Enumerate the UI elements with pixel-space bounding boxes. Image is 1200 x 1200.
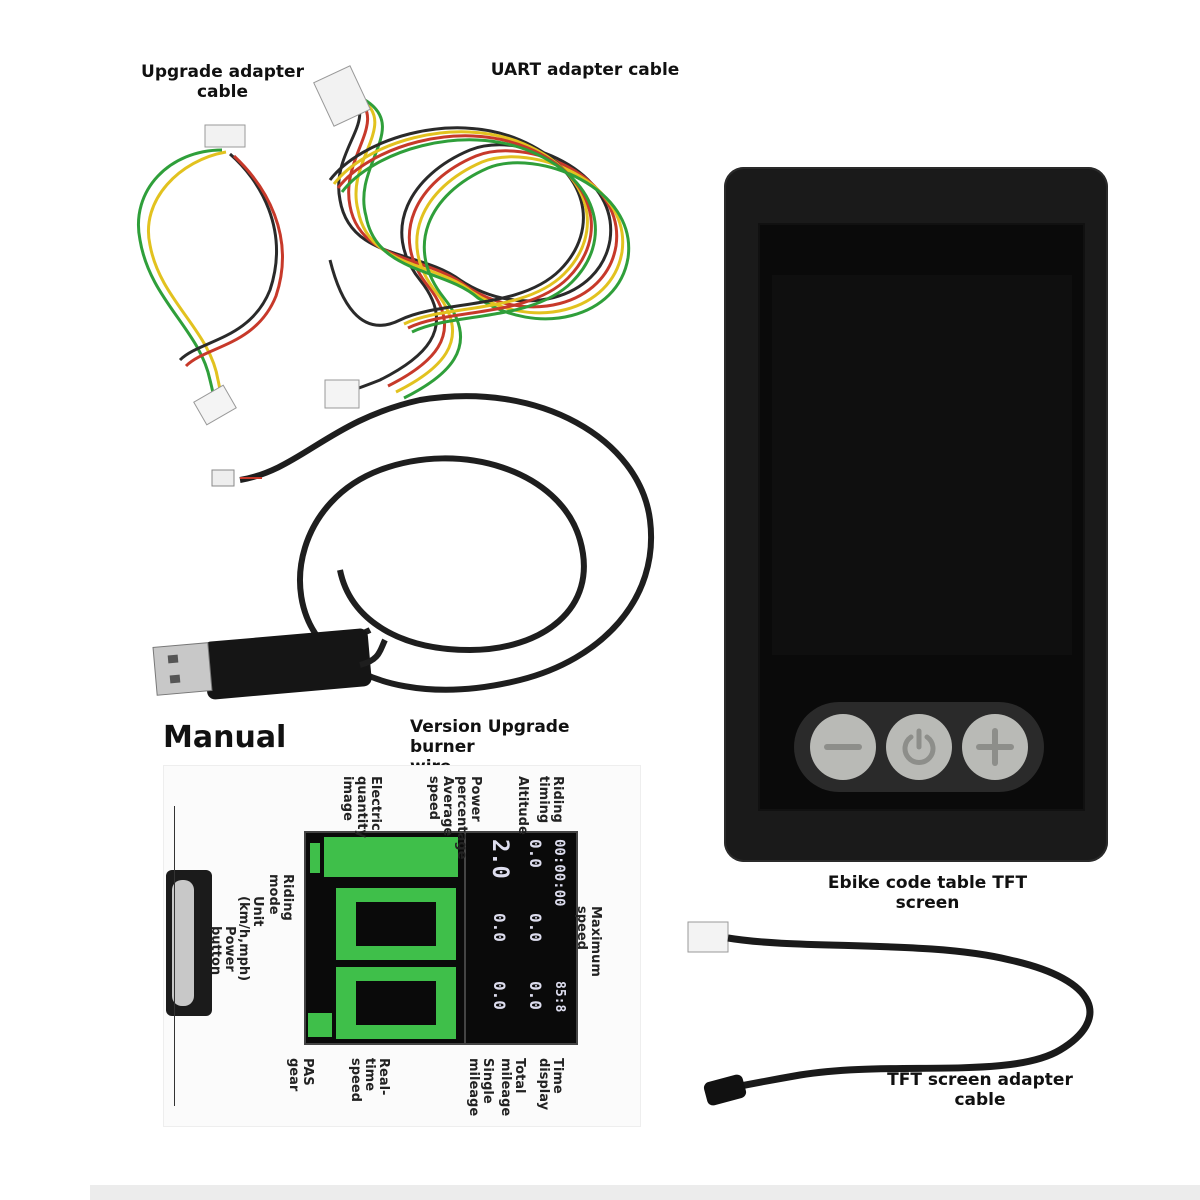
power-button[interactable] (886, 714, 952, 780)
uart-adapter-cable (313, 65, 631, 409)
riding-timing-readout: 00:00:00 (551, 839, 567, 907)
battery-bar (324, 837, 458, 877)
plus-button[interactable] (962, 714, 1028, 780)
minus-button[interactable] (810, 714, 876, 780)
label-time-display: Time display (536, 1058, 565, 1111)
readouts-panel: 00:00:00 0.0 2.0 0.0 0.0 85:8 0.0 0.0 (464, 831, 578, 1045)
power-icon (902, 728, 936, 765)
altitude-readout: 0.0 (526, 839, 545, 868)
label-average-speed: Average speed (426, 776, 455, 837)
device-side-view (166, 870, 212, 1016)
time-readout: 85:8 (552, 981, 567, 1013)
bottom-strip (90, 1185, 1200, 1200)
label-power-button: Power button (208, 926, 237, 976)
button-panel (794, 702, 1044, 792)
max-speed-readout: 0.0 (526, 913, 545, 942)
tft-adapter-cable (687, 921, 1094, 1106)
upgrade-adapter-label: Upgrade adapter cable (141, 62, 304, 102)
screen-glare (772, 275, 1072, 655)
label-power-percentage: Power percentage (454, 776, 483, 860)
label-riding-timing: Riding timing (536, 776, 565, 824)
tft-screen-label: Ebike code table TFT screen (827, 873, 1028, 913)
label-single-mileage: Single mileage (466, 1058, 495, 1117)
label-altitude: Altitude (515, 776, 530, 835)
power-percentage-readout: 2.0 (487, 839, 512, 879)
label-realtime-speed: Real-time speed (348, 1058, 391, 1102)
average-speed-readout: 0.0 (490, 913, 509, 942)
label-electric-quantity: Electric quantity image (340, 776, 383, 838)
label-riding-mode: Riding mode (266, 874, 295, 921)
label-total-mileage: Total mileage (498, 1058, 527, 1117)
uart-adapter-label: UART adapter cable (490, 60, 680, 80)
upgrade-adapter-cable (137, 124, 284, 426)
total-mileage-readout: 0.0 (526, 981, 545, 1010)
cables-illustration (137, 65, 655, 700)
label-pas-gear: PAS gear (286, 1058, 315, 1092)
single-mileage-readout: 0.0 (490, 981, 509, 1010)
label-maximum-speed: Maximum speed (574, 906, 603, 977)
minus-icon (824, 744, 862, 750)
usb-plug-icon (152, 628, 388, 700)
manual-display (304, 831, 466, 1045)
label-unit: Unit (km/h,mph) (236, 896, 265, 982)
manual-diagram: 00:00:00 0.0 2.0 0.0 0.0 85:8 0.0 0.0 El… (163, 765, 641, 1127)
manual-title: Manual (163, 720, 287, 755)
tft-adapter-label: TFT screen adapter cable (887, 1070, 1073, 1110)
pas-indicator (308, 1013, 332, 1037)
tft-display-device (724, 167, 1108, 862)
